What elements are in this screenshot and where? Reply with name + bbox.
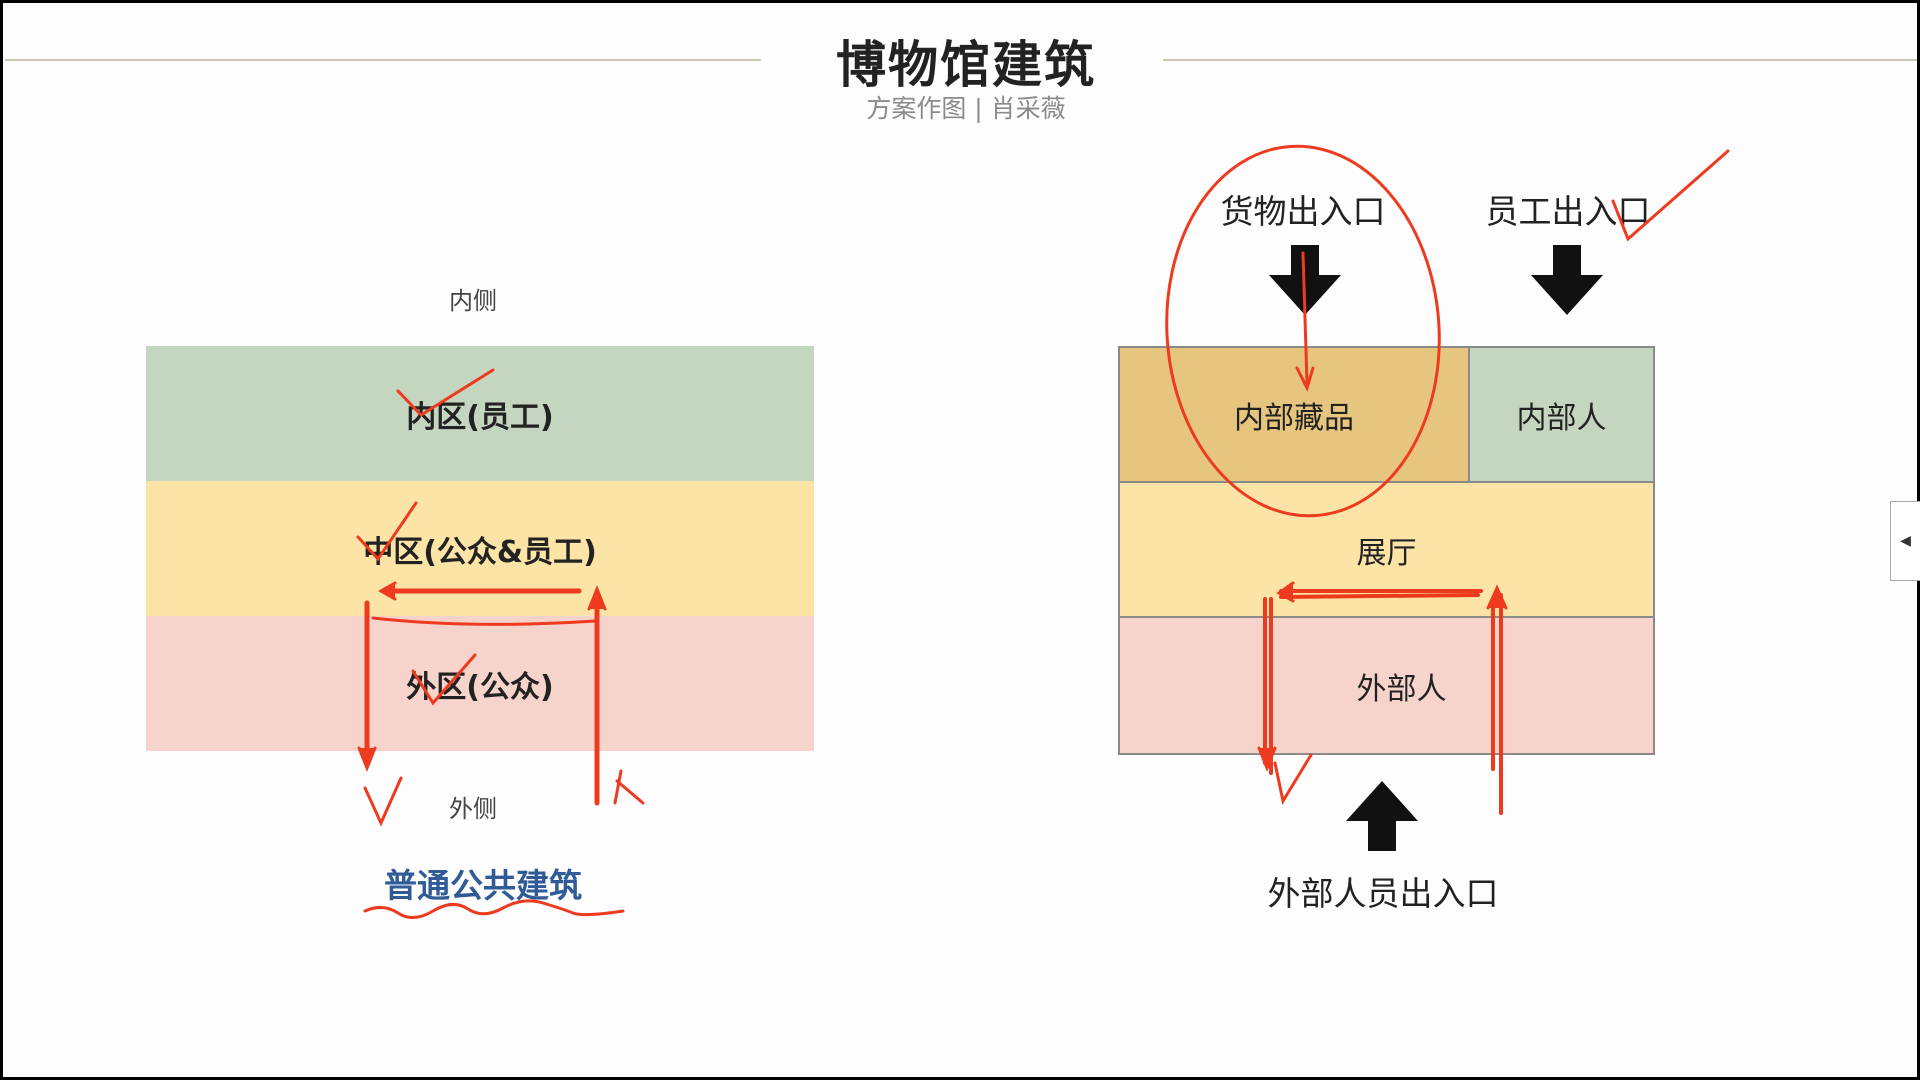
page-title: 博物馆建筑 bbox=[836, 36, 1096, 94]
inner-zone: 内区(员工) bbox=[146, 346, 814, 481]
public-entrance-label: 外部人员出入口 bbox=[1267, 874, 1499, 913]
collection-cell: 内部藏品 bbox=[1120, 348, 1470, 483]
header-rule-right bbox=[1163, 59, 1917, 61]
checkmark bbox=[363, 776, 403, 827]
staff-entrance-label: 员工出入口 bbox=[1485, 192, 1651, 231]
flow-arrow-head bbox=[357, 746, 377, 773]
external-people-cell: 外部人 bbox=[1120, 618, 1653, 753]
outer-zone: 外区(公众) bbox=[146, 616, 814, 751]
slide: 博物馆建筑 方案作图 | 肖采薇 内侧 内区(员工) 中区(公众&员工) 外区(… bbox=[3, 3, 1920, 1077]
zoning-grid: 内部藏品 内部人 展厅 外部人 bbox=[1118, 346, 1655, 755]
internal-people-cell: 内部人 bbox=[1470, 348, 1653, 483]
header-rule-left bbox=[5, 59, 761, 61]
arrow-down-icon bbox=[1269, 245, 1341, 315]
page-subtitle: 方案作图 | 肖采薇 bbox=[866, 94, 1066, 123]
outer-side-caption: 外侧 bbox=[449, 795, 497, 823]
inner-side-caption: 内侧 bbox=[449, 287, 497, 315]
arrow-up-icon bbox=[1346, 781, 1418, 851]
building-type-label: 普通公共建筑 bbox=[384, 866, 582, 905]
arrow-down-icon bbox=[1531, 245, 1603, 315]
sidebar-toggle-button[interactable]: ◀ bbox=[1890, 501, 1920, 581]
handwritten-person bbox=[613, 769, 645, 805]
cargo-entrance-label: 货物出入口 bbox=[1220, 192, 1386, 231]
exhibition-hall-cell: 展厅 bbox=[1120, 483, 1653, 618]
checkmark bbox=[1273, 753, 1313, 806]
middle-zone: 中区(公众&员工) bbox=[146, 481, 814, 616]
